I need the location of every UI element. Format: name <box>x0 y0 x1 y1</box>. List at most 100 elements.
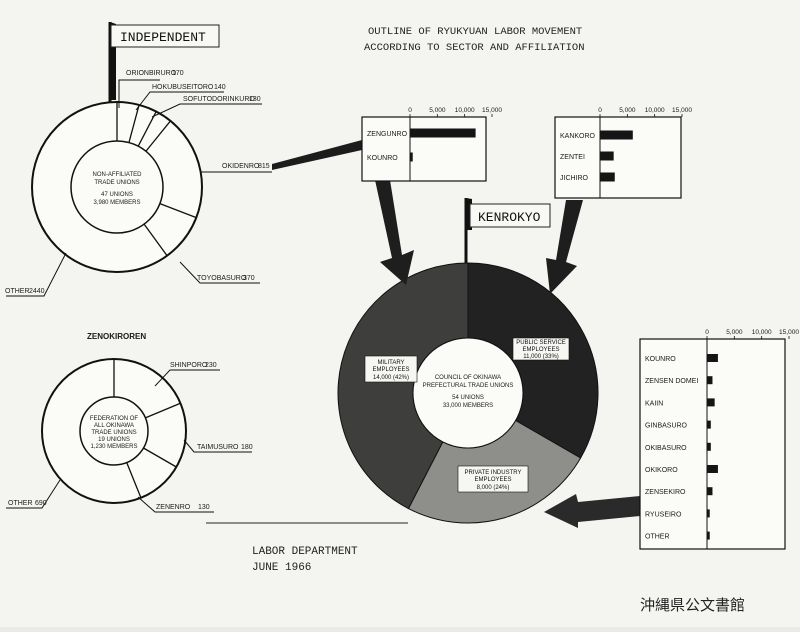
value-hokubuseitoro: 140 <box>214 84 226 91</box>
chart-title-line1: OUTLINE OF RYUKYUAN LABOR MOVEMENT <box>368 26 582 38</box>
bar-chart-tick-label: 0 <box>598 107 602 114</box>
independent-flag-label: INDEPENDENT <box>120 30 206 45</box>
sector-divider <box>159 202 197 219</box>
bar-category-label: OKIBASURO <box>645 445 687 452</box>
kenrokyo-flag-label: KENROKYO <box>478 210 541 225</box>
bar-chart-tick-label: 15,000 <box>482 107 502 114</box>
kenrokyo-flag: KENROKYO <box>464 198 551 268</box>
military-value: 14,000 (42%) <box>373 375 409 381</box>
zenokiroren-center-line3: TRADE UNIONS <box>91 430 136 436</box>
bar-zensekiro <box>707 487 713 496</box>
sector-divider <box>143 447 177 468</box>
value-toyobasuro: 370 <box>243 275 255 282</box>
bar-kankoro <box>600 130 633 140</box>
archive-watermark: 沖縄県公文書館 <box>640 596 745 614</box>
label-zenokiroren-other: OTHER <box>8 500 33 507</box>
zenokiroren-heading: ZENOKIROREN <box>87 332 146 341</box>
arrows <box>375 180 640 528</box>
private-industry-value: 8,000 (24%) <box>477 485 510 491</box>
footer-line2: JUNE 1966 <box>252 562 311 574</box>
zenokiroren-center-line1: FEDERATION OF <box>90 416 139 422</box>
sector-divider <box>128 104 140 143</box>
bar-ginbasuro <box>707 420 711 429</box>
value-independent-other: 2440 <box>29 288 45 295</box>
label-zenenro: ZENENRO <box>156 504 191 511</box>
bar-zentei <box>600 151 614 161</box>
value-sofutodorinkuro: 130 <box>249 96 261 103</box>
bar-category-label: KAIIN <box>645 400 663 407</box>
kenrokyo-center: COUNCIL OF OKINAWA PREFECTURAL TRADE UNI… <box>423 375 514 409</box>
bar-kounro <box>410 152 413 162</box>
kenrokyo-donut-hole <box>412 337 524 449</box>
bar-chart-tick-label: 10,000 <box>752 329 772 336</box>
bar-zensen-domei <box>707 376 713 385</box>
independent-donut: NON-AFFILIATED TRADE UNIONS 47 UNIONS 3,… <box>31 101 203 273</box>
independent-flag: INDEPENDENT <box>108 22 220 106</box>
bar-category-label: OKIKORO <box>645 467 678 474</box>
independent-center-line4: 3,980 MEMBERS <box>93 200 140 206</box>
sector-divider <box>137 111 157 147</box>
bar-category-label: KANKORO <box>560 133 596 140</box>
label-independent-other: OTHER <box>5 288 30 295</box>
zenokiroren-donut: FEDERATION OF ALL OKINAWA TRADE UNIONS 1… <box>41 358 187 504</box>
value-okidenro: 815 <box>258 163 270 170</box>
bar-category-label: KOUNRO <box>645 356 676 363</box>
independent-center-line2: TRADE UNIONS <box>94 180 139 186</box>
bar-other <box>707 531 710 540</box>
sector-divider <box>143 223 168 257</box>
kenrokyo-center-line2: PREFECTURAL TRADE UNIONS <box>423 383 514 389</box>
label-taimusuro: TAIMUSURO <box>197 444 239 451</box>
kenrokyo-segment-labels: PUBLIC SERVICE EMPLOYEES 11,000 (33%) MI… <box>364 337 570 493</box>
sector-divider <box>145 120 171 152</box>
value-taimusuro: 180 <box>241 444 253 451</box>
bar-ryuseiro <box>707 509 710 518</box>
bar-jichiro <box>600 172 615 182</box>
bar-chart-tick-label: 5,000 <box>726 329 743 336</box>
bar-category-label: ZENGUNRO <box>367 131 408 138</box>
label-sofutodorinkuro: SOFUTODORINKURO <box>183 96 255 103</box>
independent-labels: ORIONBIRURO 170 HOKUBUSEITORO 140 SOFUTO… <box>5 70 272 297</box>
bar-okibasuro <box>707 442 711 451</box>
bar-category-label: JICHIRO <box>560 175 589 182</box>
label-shinporo: SHINPORO <box>170 362 208 369</box>
bar-chart-tick-label: 10,000 <box>455 107 475 114</box>
bar-category-label: GINBASURO <box>645 423 688 430</box>
footer-line1: LABOR DEPARTMENT <box>252 546 358 558</box>
public-service-label: PUBLIC SERVICE <box>516 340 566 346</box>
sector-divider <box>145 402 181 419</box>
bar-category-label: ZENSEKIRO <box>645 489 686 496</box>
value-shinporo: 230 <box>205 362 217 369</box>
zenokiroren-center-line4: 19 UNIONS <box>98 437 130 443</box>
label-orionbiruro: ORIONBIRURO <box>126 70 177 77</box>
value-zenenro: 130 <box>198 504 210 511</box>
military-label: MILITARY <box>377 360 404 366</box>
label-hokubuseitoro: HOKUBUSEITORO <box>152 84 214 91</box>
private-industry-label2: EMPLOYEES <box>474 477 511 483</box>
sector-divider <box>126 462 142 499</box>
bar-chart-frame <box>639 338 786 550</box>
bar-category-label: OTHER <box>645 534 670 541</box>
bar-category-label: ZENSEN DOMEI <box>645 378 698 385</box>
okidenro-connector <box>272 140 362 170</box>
kenrokyo-center-line3: 54 UNIONS <box>452 395 484 401</box>
bar-chart-tick-label: 15,000 <box>779 329 799 336</box>
bar-kounro <box>707 354 718 362</box>
value-orionbiruro: 170 <box>172 70 184 77</box>
public-service-label2: EMPLOYEES <box>522 347 559 353</box>
bar-zengunro <box>410 128 476 138</box>
bar-chart-tick-label: 5,000 <box>619 107 636 114</box>
independent-center-line1: NON-AFFILIATED <box>93 172 143 178</box>
public-service-value: 11,000 (33%) <box>523 354 559 360</box>
bar-kaiin <box>707 398 715 407</box>
bar-chart-tick-label: 0 <box>705 329 709 336</box>
bar-okikoro <box>707 465 718 473</box>
bar-chart-tick-label: 5,000 <box>429 107 446 114</box>
value-zenokiroren-other: 690 <box>35 500 47 507</box>
bar-chart-frame <box>361 116 487 182</box>
bar-chart-tick-label: 15,000 <box>672 107 692 114</box>
